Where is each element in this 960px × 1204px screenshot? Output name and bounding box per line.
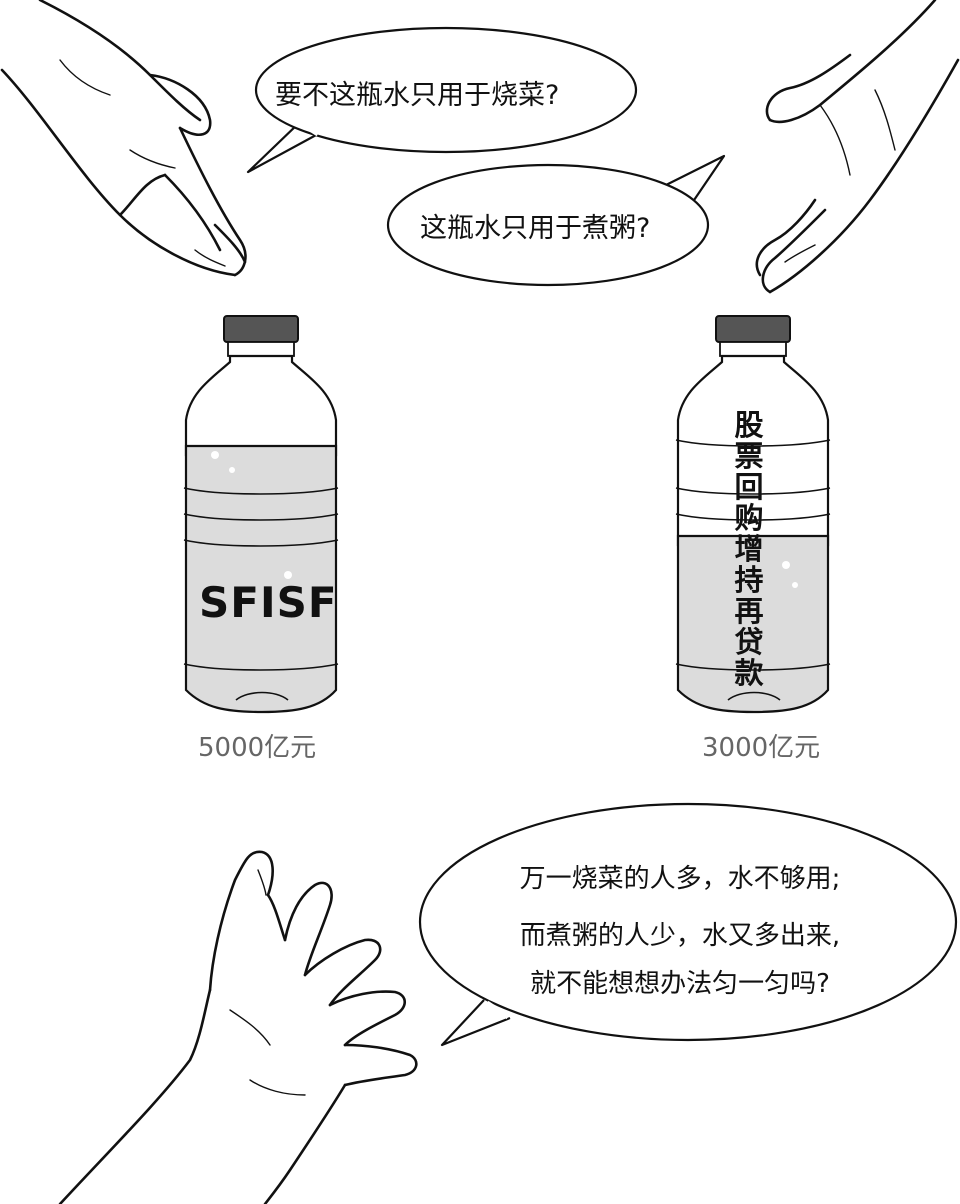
hand-bottom-left (58, 850, 418, 1204)
label-char: 回 (734, 470, 764, 504)
speech-text-bottom-line-3: 就不能想想办法匀一匀吗? (530, 969, 830, 999)
speech-text-top-left: 要不这瓶水只用于烧菜? (275, 80, 560, 111)
bottle-right-water (676, 534, 830, 714)
label-char: 贷 (734, 625, 764, 659)
bottle-left-label: SFISF (199, 578, 338, 627)
speech-text-top-right: 这瓶水只用于煮粥? (420, 213, 651, 244)
bottle-right-amount: 3000亿元 (702, 733, 821, 763)
label-char: 票 (734, 439, 764, 473)
bottle-right-cap (715, 315, 791, 343)
label-char: 购 (734, 501, 764, 535)
bottle-left (183, 315, 339, 714)
speech-text-bottom-line-1: 万一烧菜的人多，水不够用; (519, 864, 841, 894)
speech-bubble-bottom (418, 802, 958, 1047)
label-char: 款 (734, 656, 764, 690)
label-char: 股 (734, 408, 764, 442)
label-char: 增 (734, 532, 764, 566)
label-char: 再 (734, 594, 764, 628)
speech-bubble-top-left (246, 26, 638, 174)
label-char: 持 (734, 563, 764, 597)
hand-top-left (0, 0, 247, 277)
bottle-left-water (184, 444, 338, 714)
hand-top-right (755, 0, 960, 294)
speech-text-bottom-line-2: 而煮粥的人少，水又多出来, (519, 921, 841, 951)
bottle-left-cap (223, 315, 299, 343)
bottle-right (675, 315, 831, 714)
bottle-right-label: 股 票 回 购 增 持 再 贷 款 (727, 410, 771, 689)
bottle-left-amount: 5000亿元 (198, 733, 317, 763)
speech-bubble-top-right (386, 154, 726, 287)
